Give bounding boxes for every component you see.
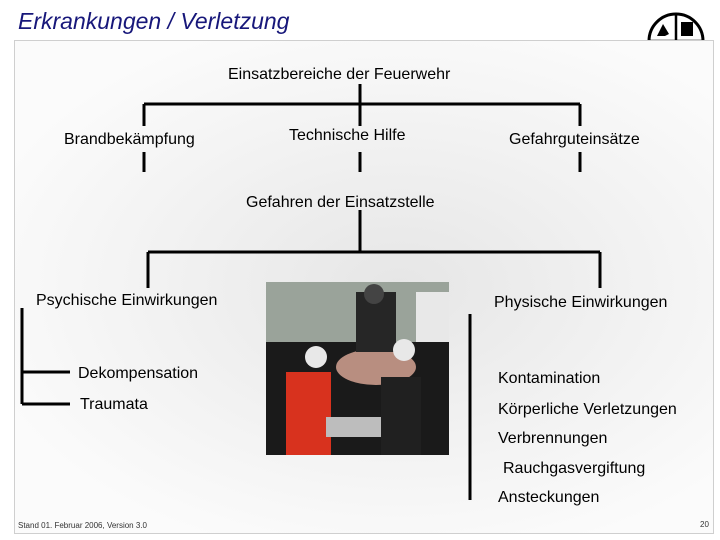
middle-heading: Gefahren der Einsatzstelle xyxy=(246,194,435,211)
left-branch-heading: Psychische Einwirkungen xyxy=(36,292,218,309)
area-technische-hilfe: Technische Hilfe xyxy=(289,127,406,144)
right-item-rauchgasvergiftung: Rauchgasvergiftung xyxy=(503,460,646,477)
area-gefahrguteinsaetze: Gefahrguteinsätze xyxy=(509,131,640,148)
firefighters-rescue-photo xyxy=(266,282,449,455)
footer-version: Stand 01. Februar 2006, Version 3.0 xyxy=(18,521,147,530)
top-heading: Einsatzbereiche der Feuerwehr xyxy=(228,66,451,83)
right-item-kontamination: Kontamination xyxy=(498,370,601,387)
right-item-koerperliche-verletzungen: Körperliche Verletzungen xyxy=(498,401,677,418)
right-item-verbrennungen: Verbrennungen xyxy=(498,430,608,447)
right-branch-heading: Physische Einwirkungen xyxy=(494,294,668,311)
area-brandbekaempfung: Brandbekämpfung xyxy=(64,131,195,148)
slide-title: Erkrankungen / Verletzung xyxy=(18,8,290,34)
page-number: 20 xyxy=(700,520,709,529)
left-item-dekompensation: Dekompensation xyxy=(78,365,199,382)
left-item-traumata: Traumata xyxy=(80,396,148,413)
right-item-ansteckungen: Ansteckungen xyxy=(498,489,600,506)
